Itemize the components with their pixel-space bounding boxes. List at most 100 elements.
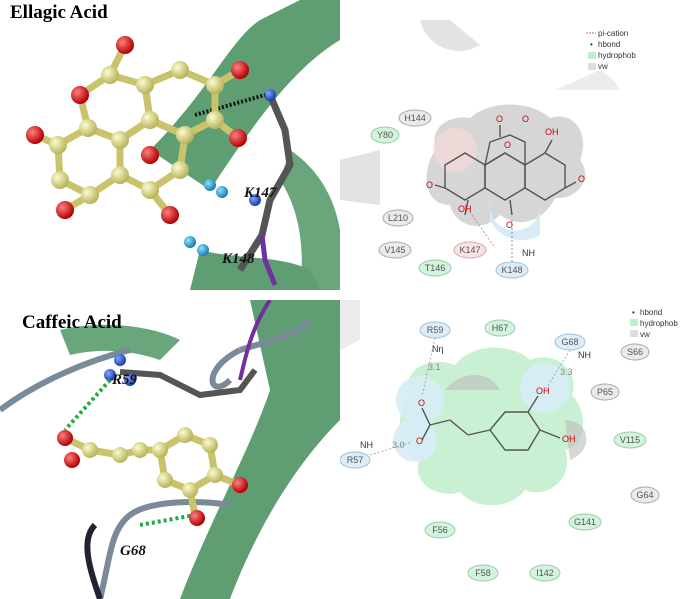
residue-node: S66 xyxy=(620,343,650,361)
protein-ribbon xyxy=(60,324,180,360)
svg-text:OH: OH xyxy=(536,386,550,396)
svg-text:3.1: 3.1 xyxy=(428,362,441,372)
residue-label-3d: R59 xyxy=(111,372,138,388)
svg-text:L210: L210 xyxy=(388,213,408,223)
residue-node: G64 xyxy=(630,486,660,504)
svg-text:hbond: hbond xyxy=(598,40,620,49)
svg-text:O: O xyxy=(506,220,513,230)
residue-node: T146 xyxy=(418,259,452,277)
svg-text:F58: F58 xyxy=(475,568,491,578)
svg-text:hydrophob: hydrophob xyxy=(640,319,678,328)
caffeic-3d-view: R59 G68 Caffeic Acid xyxy=(0,300,340,599)
svg-text:T146: T146 xyxy=(425,263,446,273)
svg-text:S66: S66 xyxy=(627,347,643,357)
distance-labels: 3.1 3.3 3.0 xyxy=(392,362,573,450)
svg-text:Y80: Y80 xyxy=(377,130,393,140)
svg-text:OH: OH xyxy=(562,434,576,444)
svg-text:OH: OH xyxy=(545,127,559,137)
svg-text:O: O xyxy=(578,174,585,184)
oxygen-atoms xyxy=(57,430,248,526)
svg-text:R57: R57 xyxy=(347,455,364,465)
ligand-skeleton-2d xyxy=(434,125,577,216)
panel-title: Ellagic Acid xyxy=(10,2,108,23)
svg-text:NH: NH xyxy=(578,350,591,360)
svg-text:O: O xyxy=(416,436,423,446)
legend: • hbond hydrophob vw xyxy=(630,308,678,339)
protein-ribbon xyxy=(180,300,340,599)
svg-text:vw: vw xyxy=(640,330,650,339)
residue-node: L210 xyxy=(382,209,414,227)
carbon-atoms xyxy=(82,427,223,498)
svg-text:O: O xyxy=(504,140,511,150)
residue-group: H144 Y80 L210 V145 T146 K147 K148 xyxy=(370,109,529,279)
svg-text:•: • xyxy=(632,308,635,317)
residue-node: G141 xyxy=(568,513,602,531)
svg-text:OH: OH xyxy=(458,204,472,214)
svg-text:O: O xyxy=(496,114,503,124)
svg-text:G141: G141 xyxy=(574,517,596,527)
svg-text:K147: K147 xyxy=(459,245,480,255)
svg-text:hbond: hbond xyxy=(640,308,662,317)
nh-labels: NH NH Nη xyxy=(360,344,591,450)
caffeic-2d-svg: 3.1 3.3 3.0 O O OH OH NH NH Nη R59 H67 G… xyxy=(340,300,678,582)
protein-ribbon xyxy=(280,150,340,290)
atom-labels: O O OH OH xyxy=(416,386,576,446)
ligand-skeleton-2d xyxy=(421,395,561,451)
residue-group: R59 H67 G68 S66 P65 V115 G64 G141 R57 F5… xyxy=(340,319,660,582)
residue-node: P65 xyxy=(590,383,620,401)
water-molecule xyxy=(204,179,216,191)
svg-text:H144: H144 xyxy=(404,113,426,123)
svg-text:•: • xyxy=(590,40,593,49)
ellagic-3d-view: K147 K148 Ellagic Acid xyxy=(0,0,340,290)
hbond-line xyxy=(63,378,112,432)
atom-labels: O O O OH O O OH O xyxy=(426,114,585,230)
residue-stick xyxy=(259,234,278,286)
water-molecule xyxy=(216,186,228,198)
svg-text:H67: H67 xyxy=(492,323,509,333)
residue-node: V145 xyxy=(378,241,412,259)
svg-text:hydrophob: hydrophob xyxy=(598,51,636,60)
residue-node: Y80 xyxy=(370,126,400,144)
residue-label-3d: K147 xyxy=(243,185,277,201)
svg-text:vw: vw xyxy=(598,62,608,71)
svg-text:V145: V145 xyxy=(384,245,405,255)
svg-text:P65: P65 xyxy=(597,387,613,397)
protein-ribbon xyxy=(190,250,320,290)
residue-node: K148 xyxy=(495,261,529,279)
residue-node: G68 xyxy=(554,333,586,351)
residue-stick xyxy=(237,93,294,272)
svg-text:O: O xyxy=(418,398,425,408)
water-molecule xyxy=(184,236,196,248)
nitrogen-atom xyxy=(249,194,261,206)
svg-text:O: O xyxy=(426,180,433,190)
svg-text:O: O xyxy=(522,114,529,124)
residue-node: F56 xyxy=(424,521,456,539)
ellagic-3d-svg: K147 K148 xyxy=(26,0,340,290)
residue-stick xyxy=(119,368,258,399)
water-molecule xyxy=(197,244,209,256)
svg-text:R59: R59 xyxy=(427,325,444,335)
svg-text:G64: G64 xyxy=(636,490,653,500)
residue-node: R59 xyxy=(419,321,451,339)
residue-label-3d: G68 xyxy=(120,543,146,559)
svg-text:NH: NH xyxy=(360,440,373,450)
residue-node: R57 xyxy=(340,451,371,469)
svg-text:3.3: 3.3 xyxy=(560,367,573,377)
svg-text:F56: F56 xyxy=(432,525,448,535)
carbon-atoms xyxy=(49,61,224,204)
hbond-line xyxy=(194,93,266,117)
svg-text:3.0: 3.0 xyxy=(392,440,405,450)
svg-text:I142: I142 xyxy=(536,568,554,578)
svg-text:Nη: Nη xyxy=(432,344,444,354)
residue-node: F58 xyxy=(467,564,499,582)
svg-text:pi-cation: pi-cation xyxy=(598,29,628,38)
ellagic-2d-svg: O O O OH O O OH O NH H144 Y80 L210 V145 … xyxy=(340,20,636,279)
nitrogen-atom xyxy=(264,89,276,101)
residue-node: K147 xyxy=(453,241,487,259)
caffeic-3d-svg: R59 G68 xyxy=(0,300,340,599)
residue-node: V115 xyxy=(613,431,647,449)
residue-node: I142 xyxy=(529,564,561,582)
panel-title: Caffeic Acid xyxy=(22,312,122,333)
oxygen-atoms xyxy=(26,36,249,224)
protein-ribbon xyxy=(150,0,340,190)
